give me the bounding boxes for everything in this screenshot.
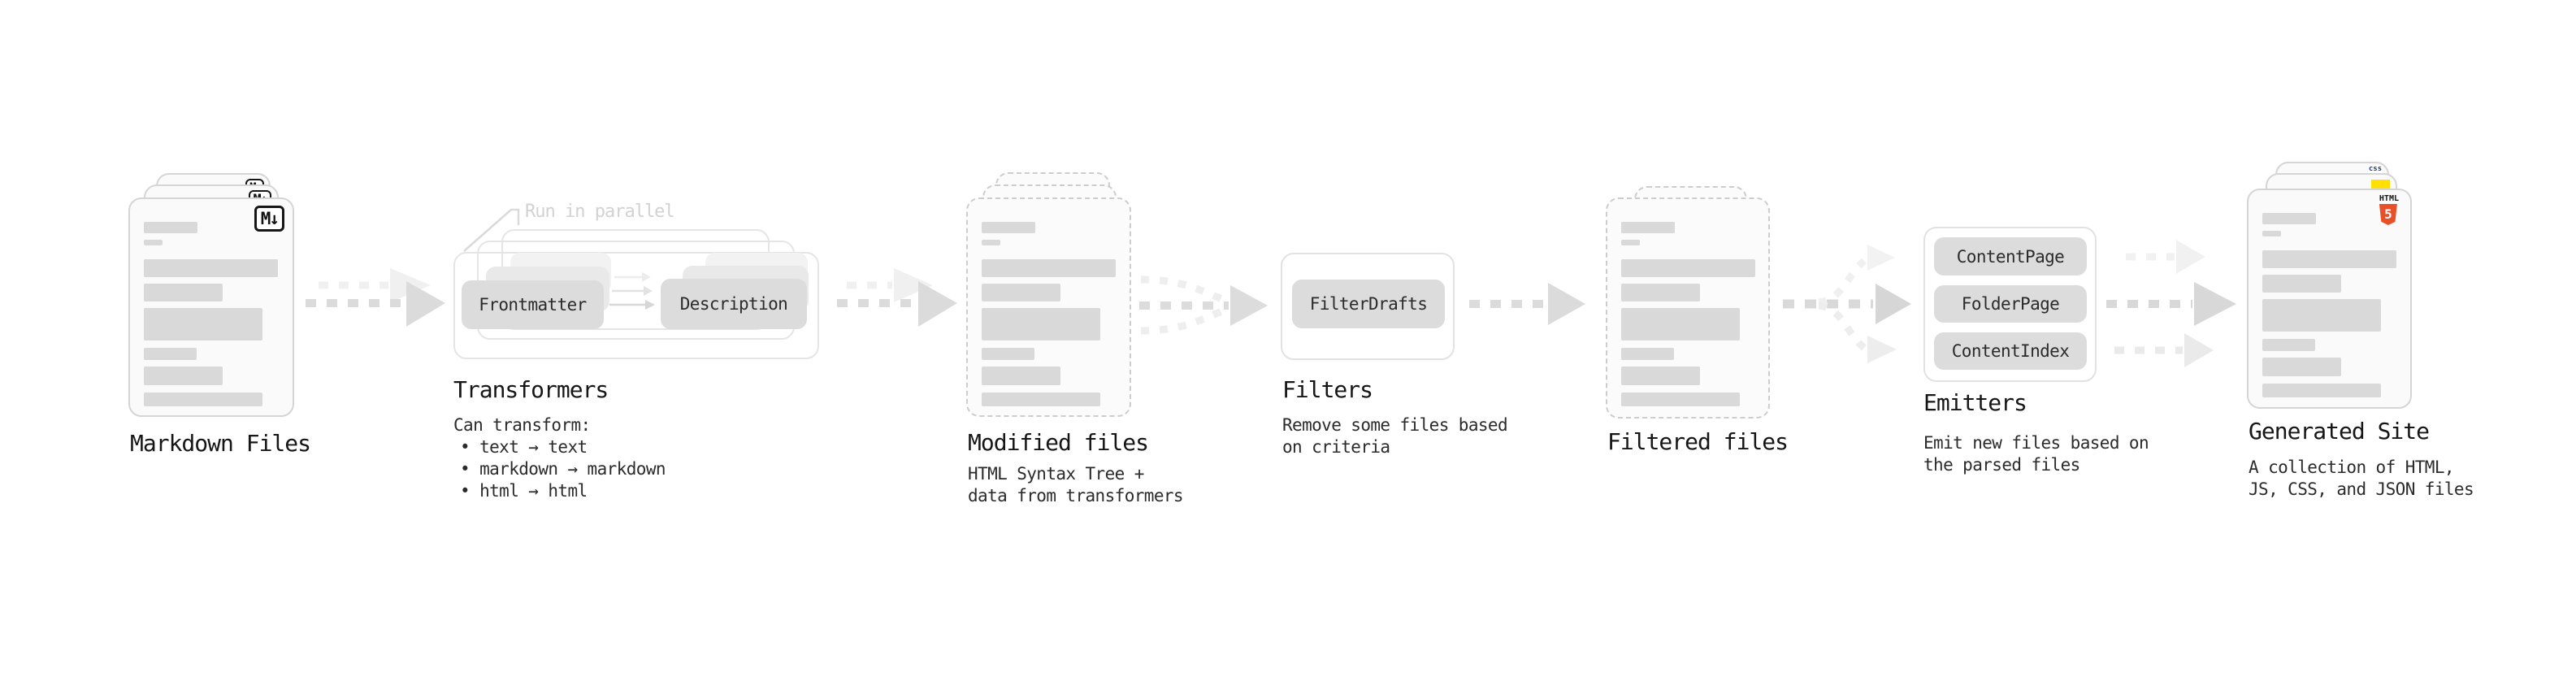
- desc-line: the parsed files: [1923, 455, 2080, 475]
- text-line-bar: [982, 308, 1100, 340]
- text-line-bar: [982, 284, 1060, 301]
- transformers-intro: Can transform:: [453, 415, 591, 435]
- text-line-bar: [144, 308, 262, 340]
- text-line-bar: [1621, 348, 1674, 360]
- text-line-bar: [144, 222, 197, 233]
- arrow-transformers-to-modified-faint: [847, 268, 933, 302]
- annotation-callout-line: [463, 208, 520, 252]
- stage-title-modified-files: Modified files: [968, 429, 1149, 456]
- text-line-bar: [2262, 384, 2381, 397]
- run-in-parallel-annotation: Run in parallel: [525, 202, 675, 222]
- text-line-bar: [2262, 213, 2316, 224]
- transform-bullet: • html → html: [460, 481, 588, 501]
- doc-text-placeholder: [130, 222, 293, 406]
- stage-title-emitters: Emitters: [1923, 389, 2027, 416]
- markdown-icon: M↓: [254, 206, 284, 232]
- doc-text-placeholder: [968, 222, 1130, 406]
- transform-bullet: • text → text: [460, 437, 588, 457]
- filters-desc: Remove some files based on criteria: [1282, 414, 1508, 458]
- text-line-bar: [982, 367, 1060, 385]
- text-line-bar: [2262, 299, 2381, 332]
- text-line-bar: [1621, 393, 1740, 406]
- text-line-bar: [144, 393, 262, 406]
- text-line-bar: [144, 240, 163, 245]
- arrow-emitters-to-generated-mid: [2106, 282, 2236, 326]
- desc-line: HTML Syntax Tree +: [968, 464, 1144, 484]
- desc-line: data from transformers: [968, 486, 1184, 505]
- modified-card-front: [966, 197, 1131, 417]
- filtered-card-front: [1606, 197, 1770, 419]
- stage-title-filtered-files: Filtered files: [1607, 428, 1789, 455]
- desc-line: A collection of HTML,: [2249, 458, 2455, 477]
- stage-title-markdown-files: Markdown Files: [130, 430, 311, 457]
- doc-text-placeholder: [2249, 213, 2410, 397]
- frontmatter-box: Frontmatter: [462, 280, 604, 329]
- text-line-bar: [144, 259, 278, 277]
- text-line-bar: [1621, 259, 1755, 277]
- text-line-bar: [1621, 240, 1640, 245]
- text-line-bar: [2262, 275, 2341, 293]
- text-line-bar: [982, 348, 1034, 360]
- text-line-bar: [1621, 284, 1700, 301]
- text-line-bar: [1621, 222, 1675, 233]
- markdown-card-front: M↓: [128, 197, 294, 417]
- text-line-bar: [144, 284, 223, 301]
- transform-bullet: • markdown → markdown: [460, 459, 666, 479]
- text-line-bar: [2262, 231, 2281, 236]
- filterdrafts-box: FilterDrafts: [1292, 280, 1445, 328]
- text-line-bar: [2262, 250, 2396, 268]
- arrow-filtered-to-emitters-lower: [1818, 301, 1897, 363]
- desc-line: Emit new files based on: [1923, 433, 2149, 453]
- arrow-transformers-to-modified: [837, 281, 957, 327]
- text-line-bar: [144, 367, 223, 385]
- stage-title-filters: Filters: [1282, 376, 1373, 403]
- transformer-container-front: [453, 252, 819, 359]
- description-box: Description: [661, 279, 807, 329]
- text-line-bar: [982, 222, 1035, 233]
- transformers-bullets: • text → text • markdown → markdown • ht…: [460, 436, 666, 502]
- arrow-filters-to-filtered: [1469, 283, 1585, 325]
- text-line-bar: [982, 393, 1100, 406]
- modified-files-desc: HTML Syntax Tree + data from transformer…: [968, 463, 1184, 507]
- doc-text-placeholder: [1607, 222, 1768, 406]
- emitters-desc: Emit new files based on the parsed files: [1923, 432, 2149, 476]
- desc-line: Remove some files based: [1282, 415, 1508, 435]
- js-icon: [2371, 180, 2390, 189]
- arrow-modified-to-filters: [1139, 285, 1268, 326]
- contentindex-box: ContentIndex: [1934, 332, 2087, 370]
- stage-title-generated-site: Generated Site: [2249, 418, 2430, 445]
- transformer-step-arrows: [609, 272, 655, 310]
- arrow-filtered-to-emitters-stem: [1783, 284, 1911, 324]
- generated-card-front: HTML 5: [2247, 189, 2412, 409]
- arrow-emitters-to-generated-top: [2126, 240, 2205, 274]
- text-line-bar: [1621, 367, 1700, 385]
- desc-line: on criteria: [1282, 437, 1390, 457]
- html5-icon: HTML 5: [2379, 194, 2399, 225]
- contentpage-box: ContentPage: [1934, 237, 2087, 275]
- folderpage-box: FolderPage: [1934, 285, 2087, 323]
- arrow-filtered-to-emitters-upper: [1818, 245, 1895, 306]
- text-line-bar: [2262, 339, 2315, 351]
- text-line-bar: [1621, 308, 1740, 340]
- text-line-bar: [2262, 358, 2341, 376]
- arrow-modified-to-filters-converge: [1140, 275, 1227, 335]
- stage-title-transformers: Transformers: [453, 376, 609, 403]
- desc-line: JS, CSS, and JSON files: [2249, 479, 2474, 499]
- arrow-emitters-to-generated-bottom: [2114, 333, 2214, 367]
- text-line-bar: [982, 240, 1000, 245]
- text-line-bar: [144, 348, 197, 360]
- text-line-bar: [982, 259, 1116, 277]
- arrow-md-to-transformers: [306, 281, 445, 327]
- generated-site-desc: A collection of HTML, JS, CSS, and JSON …: [2249, 457, 2474, 501]
